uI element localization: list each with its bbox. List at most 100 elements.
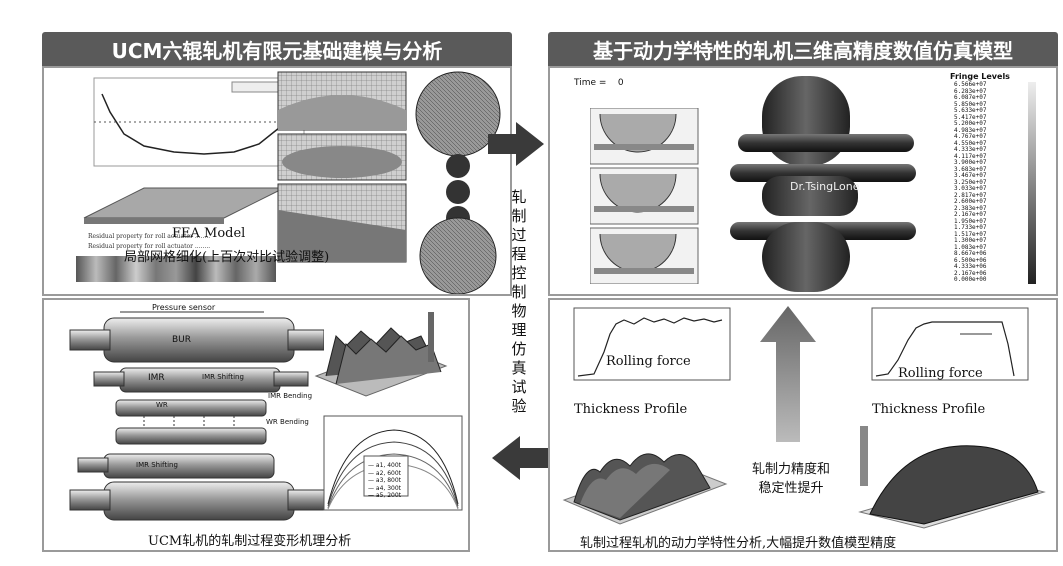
top-left-title: UCM六辊轧机有限元基础建模与分析 [42,32,512,66]
fringe-level: 1.733e+07 [954,224,987,231]
top-left-panel: Residual property for roll actuator ....… [42,66,512,296]
rolling-force-chart-right [871,307,1029,381]
fringe-level: 8.667e+06 [954,250,987,257]
process-vertical-text: 轧制过程控制物理仿真试验 [508,188,530,416]
fringe-level: 5.633e+07 [954,107,987,114]
svg-text:Residual property for roll act: Residual property for roll actuator ....… [88,243,210,250]
fringe-level: 2.383e+07 [954,204,987,212]
vertical-char: 验 [511,397,527,415]
bottom-right-panel: Rolling force Rolling force Thickness Pr… [548,298,1058,552]
fringe-level: 4.983e+07 [954,126,987,134]
label-imr-bending: IMR Bending [268,392,313,400]
vertical-char: 过 [511,226,527,244]
fringe-level: 2.600e+07 [954,198,987,205]
fringe-level: 1.950e+07 [954,217,987,225]
thickness-profile-chart [323,415,463,511]
fringe-title: Fringe Levels [950,72,1010,81]
fringe-level: 1.300e+07 [954,237,987,244]
fringe-level: 3.250e+07 [954,178,987,186]
precision-note-line2: 稳定性提升 [758,481,824,496]
top-right-title: 基于动力学特性的轧机三维高精度数值仿真模型 [548,32,1058,66]
rolls-3d-model [730,76,916,292]
precision-note: 轧制力精度和 稳定性提升 [726,460,856,498]
arrow-right [488,122,544,166]
fringe-level: 0.000e+00 [954,276,987,283]
bottom-left-caption: UCM轧机的轧制过程变形机理分析 [148,534,352,549]
fea-mesh-details [277,71,407,263]
vertical-char: 制 [511,207,527,225]
watermark: Dr.TsingLone [790,180,860,193]
fringe-level: 5.200e+07 [954,120,987,127]
top-right-panel: Time = 0 [548,66,1058,296]
vertical-char: 程 [511,245,527,263]
vertical-char: 控 [511,264,527,282]
rolling-force-left-label: Rolling force [606,354,691,369]
vertical-char: 制 [511,283,527,301]
label-imr-shifting: IMR Shifting [202,373,244,381]
thickness-surface-left [562,453,728,525]
time-readout: Time = 0 [574,78,624,88]
legend-entry: — a2, 600t [368,469,402,477]
svg-text:Residual property for roll act: Residual property for roll actuator ....… [88,233,210,240]
rolling-steps [590,108,699,284]
fringe-colorbar [1028,82,1036,284]
fringe-level: 3.900e+07 [954,159,987,166]
fringe-level: 4.767e+07 [954,133,987,140]
vertical-char: 试 [511,378,527,396]
label-imr: IMR [148,373,165,383]
rolling-force-right-label: Rolling force [898,366,983,381]
profile-legend: — a1, 400t— a2, 600t— a3, 800t— a4, 300t… [368,462,410,500]
fringe-level: 3.033e+07 [954,185,987,192]
pressure-surface-plot [314,312,448,397]
rolling-force-chart-left [573,307,731,381]
label-imr-shifting-lower: IMR Shifting [136,461,178,469]
label-wr-bending: WR Bending [266,418,309,426]
fringe-level: 1.517e+07 [954,230,987,238]
fringe-level: 5.417e+07 [954,113,987,121]
bottom-left-panel: Pressure sensor BUR IMR IMR Shifting IMR… [42,298,470,552]
label-bur: BUR [172,335,192,345]
legend-entry: — a3, 800t [368,477,402,484]
time-label: Time = [574,78,607,88]
legend-entry: — a5, 200t [368,492,402,499]
fringe-level: 1.083e+07 [954,243,987,251]
thickness-right-label: Thickness Profile [872,402,986,417]
fringe-level: 2.817e+07 [954,191,987,199]
arrow-left [492,436,548,480]
fea-stripe-band [76,256,276,282]
vertical-char: 真 [511,359,527,377]
fringe-level: 2.167e+06 [954,269,987,277]
fea-roll-stack [415,71,501,294]
thickness-surface-right [858,426,1046,529]
fringe-level: 3.467e+07 [954,172,987,179]
fea-model-label: FEA Model [172,226,246,241]
fringe-level: 6.283e+07 [954,87,987,95]
vertical-char: 仿 [511,340,527,358]
fea-plate: Residual property for roll actuator ....… [83,187,285,250]
vertical-char: 物 [511,302,527,320]
precision-note-line1: 轧制力精度和 [751,462,830,477]
fringe-level: 6.566e+07 [954,81,987,88]
fringe-level: 5.850e+07 [954,100,987,108]
vertical-char: 理 [511,321,527,339]
fringe-level: 4.333e+07 [954,146,987,153]
fringe-level: 3.683e+07 [954,165,987,173]
label-wr: WR [156,401,168,409]
vertical-char: 轧 [511,188,527,206]
fringe-level: 6.087e+07 [954,94,987,101]
fringe-level: 4.550e+07 [954,139,987,147]
fringe-level: 4.117e+07 [954,152,987,160]
ucm-mill-schematic [69,311,324,521]
time-value: 0 [617,78,624,88]
thickness-left-label: Thickness Profile [574,402,688,417]
improvement-arrow [760,306,816,442]
fringe-level: 6.500e+06 [954,256,987,264]
top-left-caption: 局部网格细化(上百次对比试验调整) [124,250,330,265]
legend-entry: — a1, 400t [368,462,402,469]
legend-entry: — a4, 300t [368,484,402,492]
bottom-right-caption: 轧制过程轧机的动力学特性分析,大幅提升数值模型精度 [580,536,897,551]
label-pressure-sensor: Pressure sensor [152,303,216,312]
fringe-level: 2.167e+07 [954,211,987,218]
fringe-level: 4.333e+06 [954,263,987,270]
